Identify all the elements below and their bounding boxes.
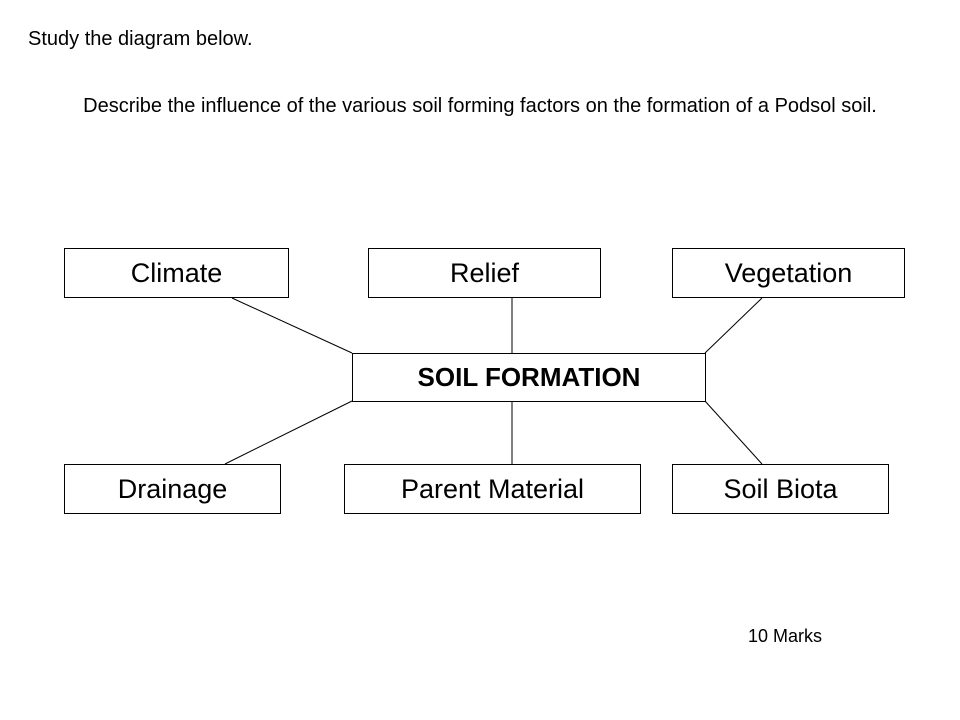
factor-box-drainage: Drainage (64, 464, 281, 514)
factor-label-parent-material: Parent Material (400, 473, 585, 504)
question-text: Describe the influence of the various so… (83, 95, 877, 117)
connector-soil-biota (704, 400, 763, 465)
factor-box-vegetation: Vegetation (672, 248, 905, 298)
connector-vegetation (704, 297, 763, 354)
marks-label: 10 Marks (748, 626, 823, 646)
factor-box-soil-biota: Soil Biota (672, 464, 889, 514)
connector-climate (231, 297, 353, 354)
central-label: SOIL FORMATION (417, 362, 641, 392)
factor-label-climate: Climate (130, 257, 223, 288)
factor-box-parent-material: Parent Material (344, 464, 641, 514)
instruction-text: Study the diagram below. (28, 28, 253, 50)
factor-label-drainage: Drainage (117, 473, 228, 504)
central-box-soil-formation: SOIL FORMATION (352, 353, 706, 402)
factor-label-vegetation: Vegetation (724, 257, 853, 288)
factor-box-relief: Relief (368, 248, 601, 298)
connector-drainage (224, 400, 353, 465)
factor-label-soil-biota: Soil Biota (723, 473, 838, 504)
factor-label-relief: Relief (449, 257, 520, 288)
factor-box-climate: Climate (64, 248, 289, 298)
